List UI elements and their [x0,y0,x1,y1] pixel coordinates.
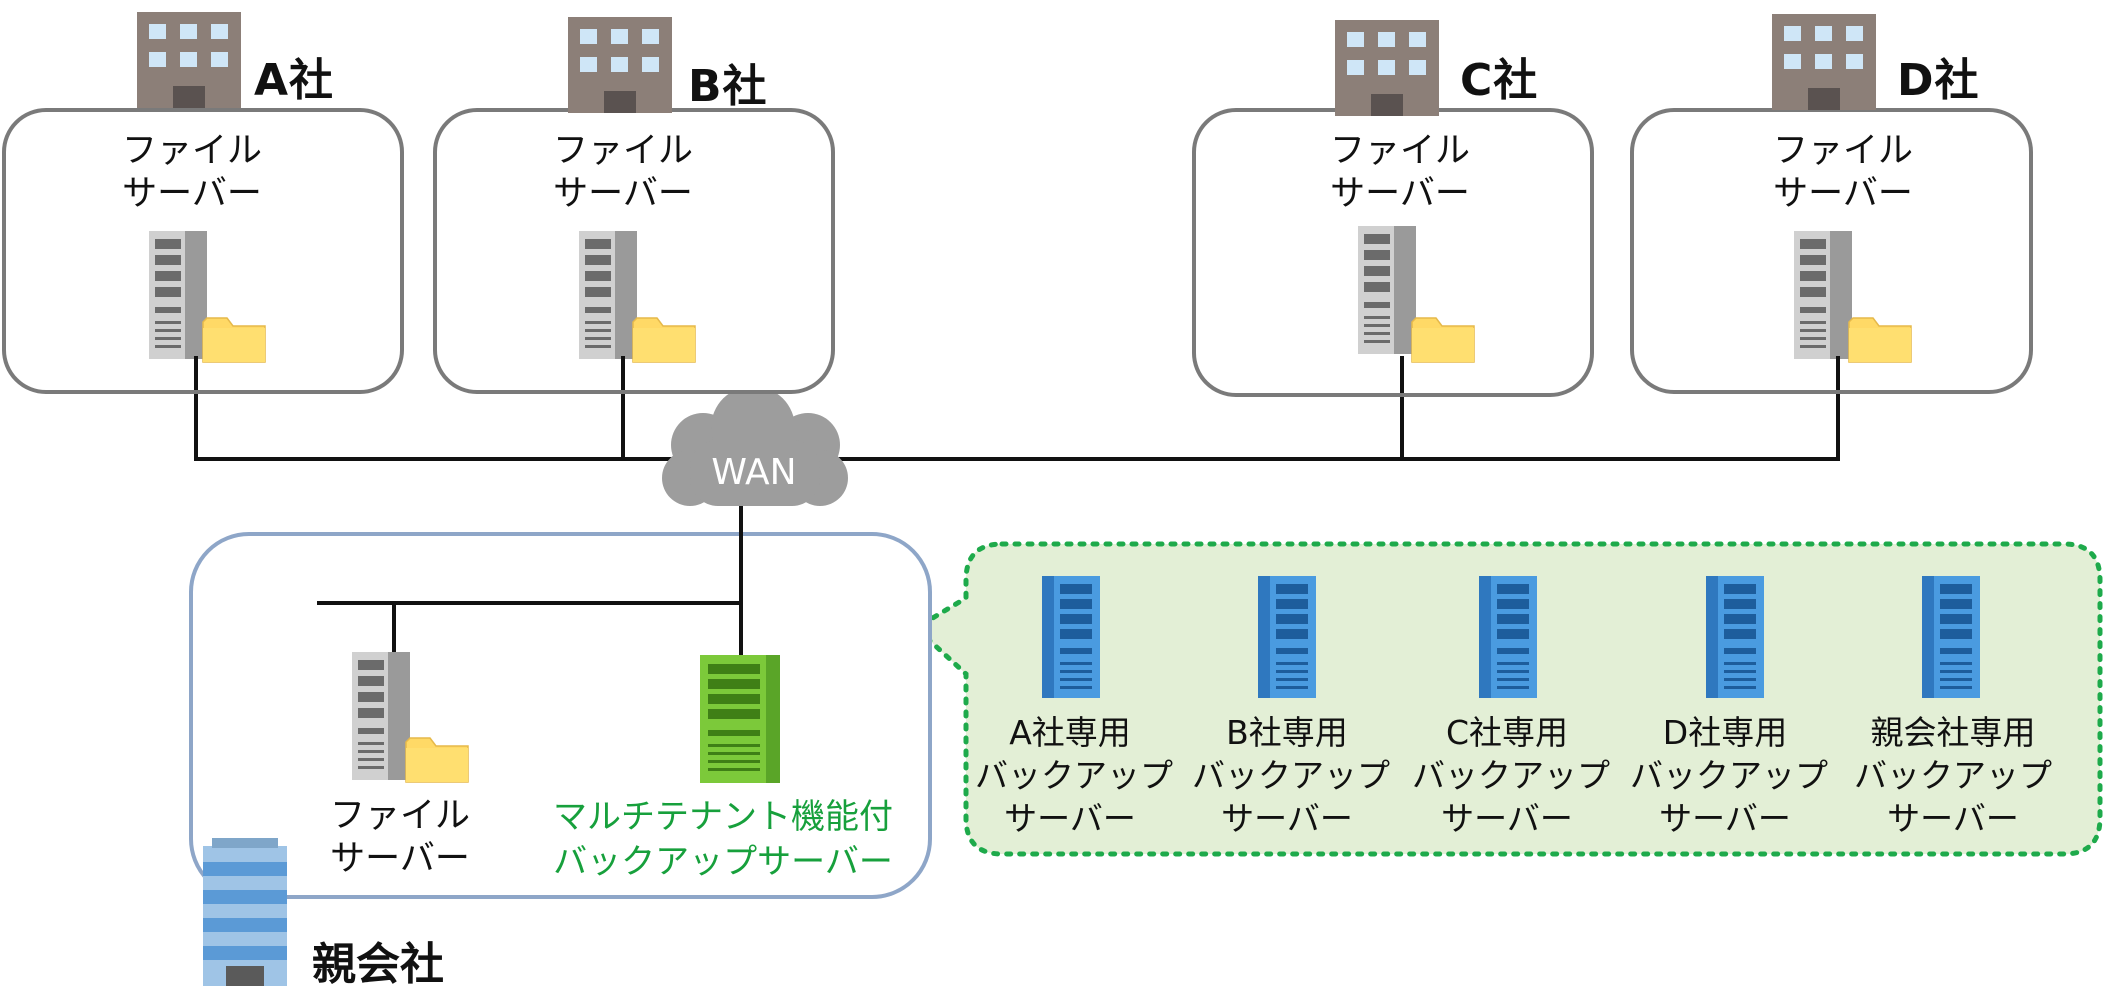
label-line: サーバー [1441,799,1573,838]
label-line: C社専用 [1445,713,1569,752]
parent-file-server-label: ファイル サーバー [330,795,470,881]
label-line: バックアップ [1630,756,1828,795]
cloud-icon [662,386,848,506]
company-name-a: A社 [254,55,335,106]
building-icon-d [1772,14,1876,110]
company-name-c: C社 [1460,55,1539,106]
label-line: A社専用 [1009,713,1131,752]
file-server-label-a: ファイル サーバー [122,130,262,216]
backup-label-parent: 親会社専用 バックアップ サーバー [1848,711,2058,840]
label-line: 親会社専用 [1870,713,2036,752]
label-line: ファイル [553,131,694,171]
company-name-d: D社 [1897,55,1980,106]
backup-label-d: D社専用 バックアップ サーバー [1630,711,1828,840]
file-server-label-d: ファイル サーバー [1773,130,1913,216]
label-line: サーバー [1887,799,2019,838]
label-line: バックアップ [1854,756,2052,795]
backup-label-a: A社専用 バックアップ サーバー [975,711,1173,840]
file-server-label-b: ファイル サーバー [553,130,693,216]
label-line: バックアップ [975,756,1173,795]
wan-label: WAN [711,452,797,493]
label-line: B社専用 [1226,713,1348,752]
label-line: ファイル [330,796,471,836]
label-line: バックアップサーバー [553,842,893,882]
parent-company-box [189,532,932,899]
building-icon-b [568,17,672,113]
label-line: ファイル [1330,131,1471,171]
label-line: サーバー [1004,799,1136,838]
dedicated-backup-callout [911,541,2103,857]
label-line: サーバー [1330,174,1470,214]
file-server-label-c: ファイル サーバー [1330,130,1470,216]
label-line: サーバー [553,174,693,214]
label-line: マルチテナント機能付 [553,797,893,837]
label-line: サーバー [330,839,470,879]
multitenant-backup-server-label: マルチテナント機能付 バックアップサーバー [553,795,893,885]
label-line: ファイル [122,131,263,171]
label-line: サーバー [1221,799,1353,838]
label-line: バックアップ [1192,756,1390,795]
building-icon-a [137,12,241,108]
label-line: サーバー [122,174,262,214]
label-line: サーバー [1773,174,1913,214]
parent-company-name: 親会社 [312,939,444,990]
label-line: D社専用 [1662,713,1788,752]
label-line: バックアップ [1412,756,1610,795]
building-icon-c [1335,20,1439,116]
backup-label-c: C社専用 バックアップ サーバー [1412,711,1610,840]
label-line: サーバー [1659,799,1791,838]
company-name-b: B社 [688,61,768,112]
backup-label-b: B社専用 バックアップ サーバー [1192,711,1390,840]
label-line: ファイル [1773,131,1914,171]
